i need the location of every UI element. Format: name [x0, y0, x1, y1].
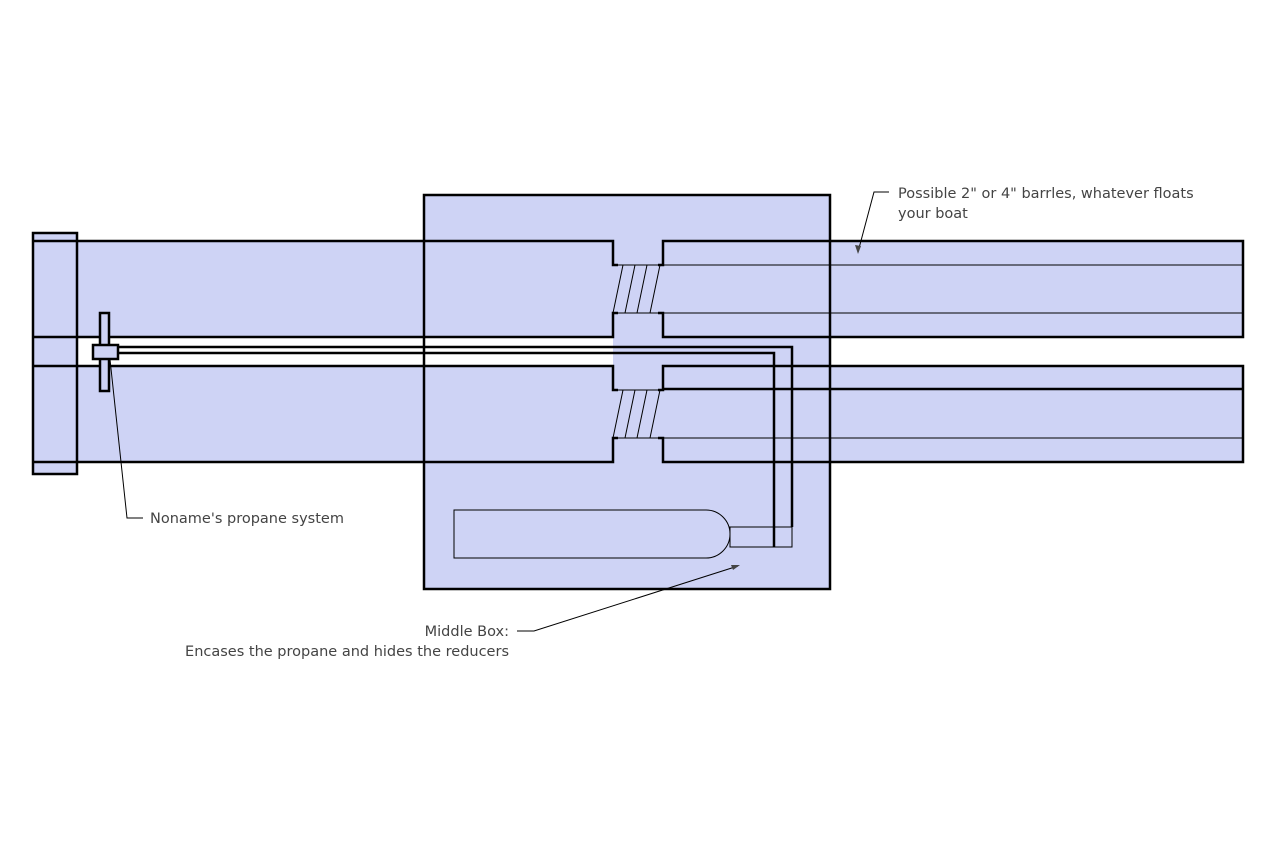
upper-chamber-outline [33, 239, 618, 339]
middle-box-annotation: Middle Box: Encases the propane and hide… [180, 622, 509, 662]
barrels-annotation: Possible 2" or 4" barrles, whatever floa… [898, 184, 1194, 224]
upper-barrel-outline [658, 239, 1245, 339]
middle-box-annotation-line2: Encases the propane and hides the reduce… [185, 644, 509, 660]
end-cap-outline [31, 231, 79, 476]
barrels-arrowhead [855, 245, 861, 254]
upper-reducer-threads [612, 264, 663, 314]
lower-chamber-outline [33, 364, 618, 464]
propane-feed-pipe [91, 311, 794, 547]
upper-barrel [663, 241, 1243, 337]
middle-box-outline [422, 193, 832, 591]
middle-box-annotation-line1: Middle Box: [424, 624, 509, 640]
feed-pipe-outline [117, 345, 794, 547]
tank-regulator [729, 526, 793, 548]
lower-chamber [33, 366, 613, 462]
barrels-leader [857, 191, 889, 253]
middle-box-leader [517, 565, 739, 632]
end-cap-gap [33, 337, 77, 366]
propane-system-annotation-text: Noname's propane system [150, 511, 344, 527]
upper-chamber [33, 241, 613, 337]
propane-system-annotation: Noname's propane system [150, 509, 344, 529]
barrels-annotation-line2: your boat [898, 206, 968, 222]
body-outlines [31, 193, 1245, 591]
lower-barrel [663, 366, 1243, 462]
barrels-annotation-line1: Possible 2" or 4" barrles, whatever floa… [898, 186, 1194, 202]
lower-reducer-threads [612, 389, 663, 439]
propane-leader [108, 349, 143, 519]
middle-box-arrowhead [731, 565, 740, 570]
body-fills [33, 195, 1243, 589]
chamber-gap [77, 337, 613, 366]
valve-body [91, 343, 120, 361]
lower-barrel-outline [658, 364, 1245, 464]
thin-lines [108, 191, 1243, 632]
